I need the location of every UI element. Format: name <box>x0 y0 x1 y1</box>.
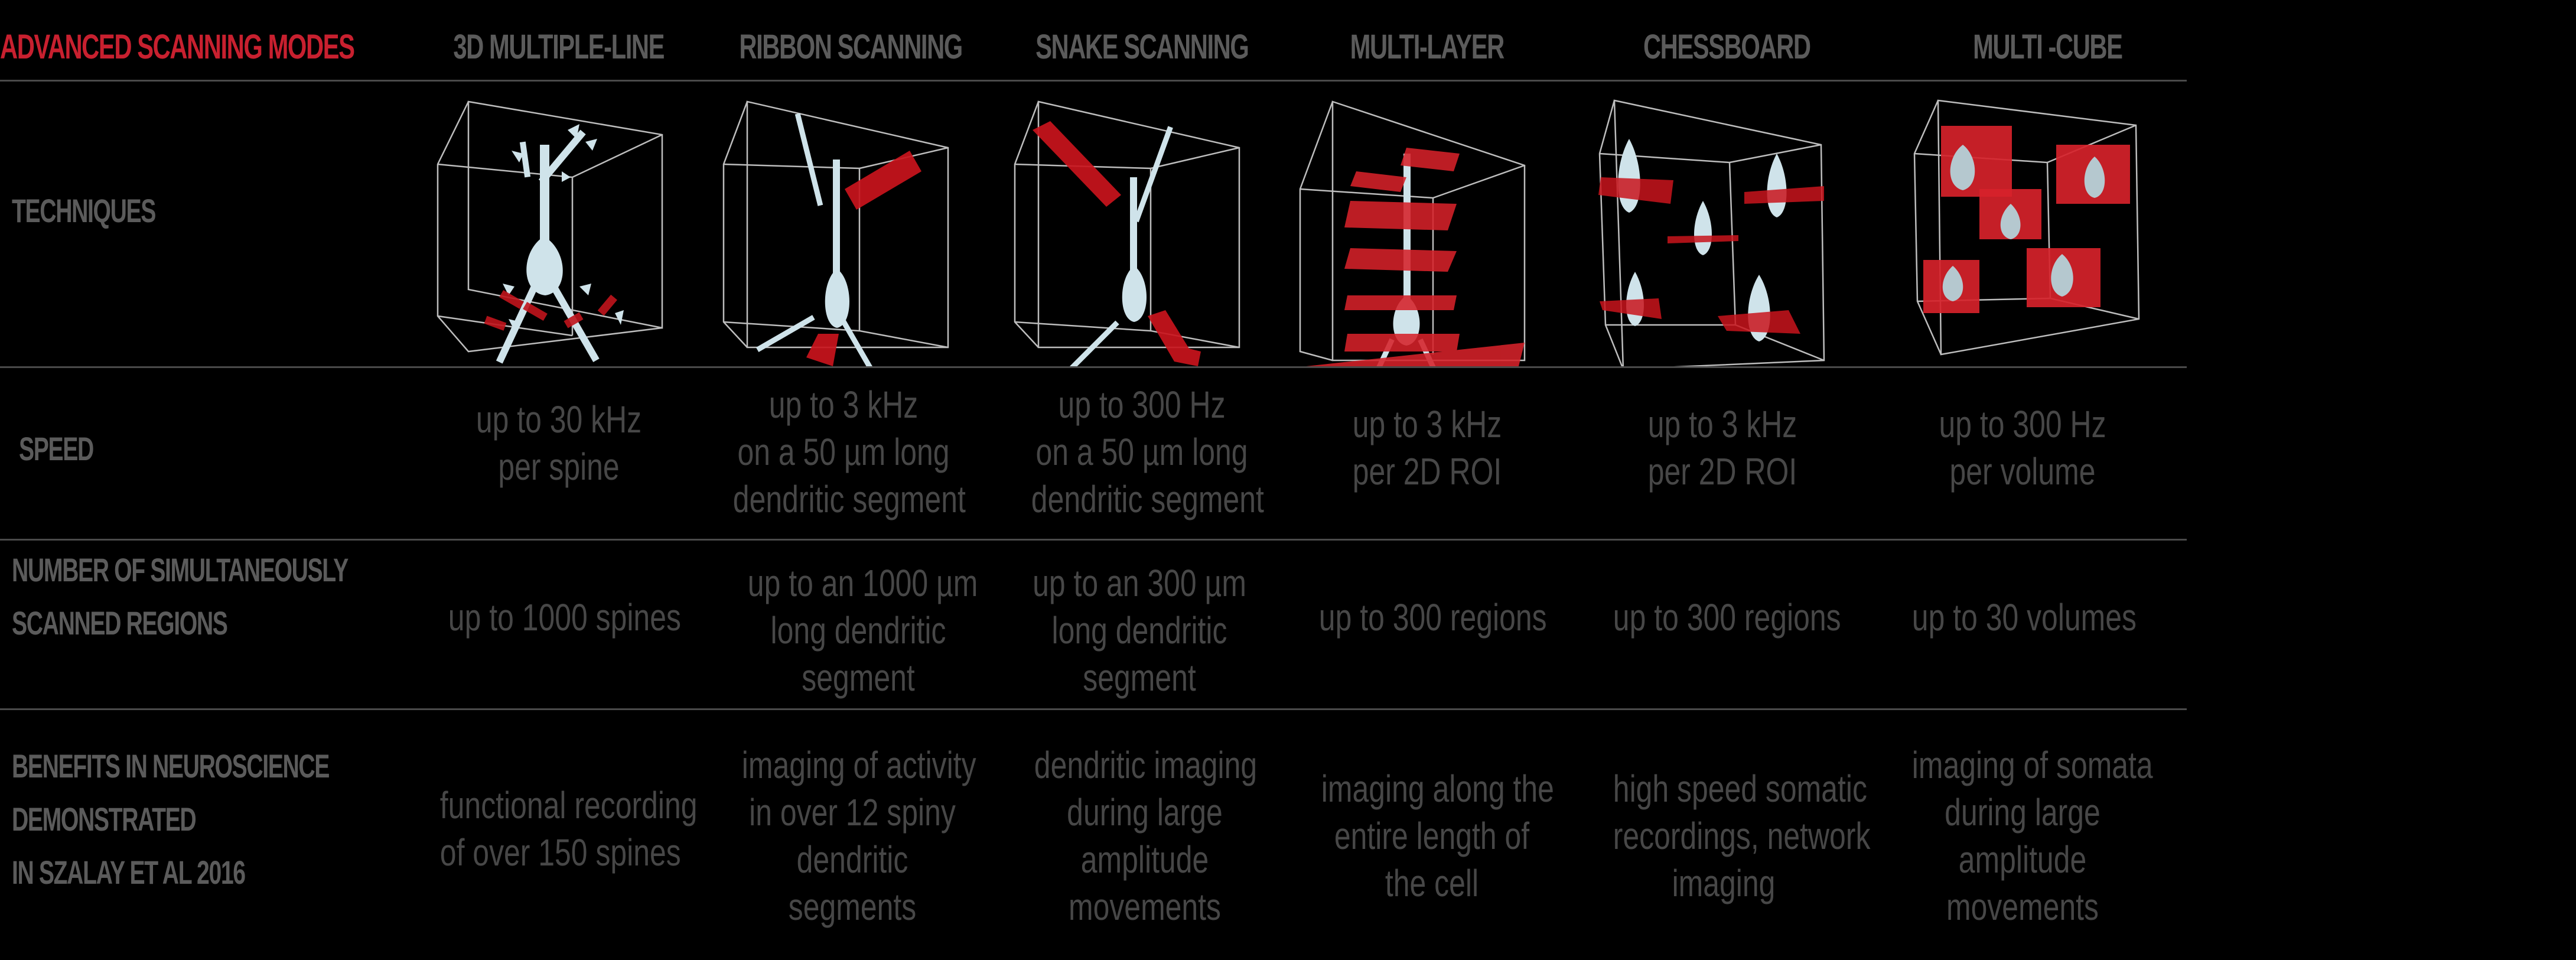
benefits-cell-ribbon-scanning: imaging of activity in over 12 spiny den… <box>741 744 976 928</box>
speed-cell-snake-scanning: up to 300 Hz on a 50 µm long dendritic s… <box>1031 383 1264 520</box>
column-header-multi-layer: MULTI-LAYER <box>1350 27 1505 66</box>
column-header-ribbon-scanning: RIBBON SCANNING <box>739 27 963 66</box>
regions-cell-chessboard: up to 300 regions <box>1613 596 1841 639</box>
regions-cell-multi-cube: up to 30 volumes <box>1911 596 2137 639</box>
column-header-chessboard: CHESSBOARD <box>1643 27 1811 66</box>
techniques-divider <box>0 366 2187 368</box>
neuron-spines-lines-icon <box>437 100 663 364</box>
column-header-multi-cube: MULTI -CUBE <box>1972 27 2123 66</box>
column-header-snake-scanning: SNAKE SCANNING <box>1035 27 1249 66</box>
regions-cell-snake-scanning: up to an 300 µm long dendritic segment <box>1033 562 1246 699</box>
speed-divider <box>0 539 2187 541</box>
speed-cell-3d-multiple-line: up to 30 kHz per spine <box>476 398 642 488</box>
table-title-cell: ADVANCED SCANNING MODES <box>0 26 378 67</box>
neuron-multilayer-icon <box>1299 100 1526 366</box>
speed-cell-multi-cube: up to 300 Hz per volume <box>1939 403 2106 493</box>
regions-cell-3d-multiple-line: up to 1000 spines <box>448 596 681 639</box>
regions-cell-multi-layer: up to 300 regions <box>1318 596 1547 639</box>
row-label-techniques: TECHNIQUES <box>12 192 156 229</box>
neuron-snake-icon <box>1014 100 1240 366</box>
benefits-cell-chessboard: high speed somatic recordings, network i… <box>1613 767 1871 904</box>
benefits-cell-3d-multiple-line: functional recording of over 150 spines <box>439 784 698 874</box>
regions-cell-ribbon-scanning: up to an 1000 µm long dendritic segment <box>747 562 978 699</box>
somata-multicube-icon <box>1913 99 2140 356</box>
row-label-benefits: BENEFITS IN NEUROSCIENCE DEMONSTRATED IN… <box>12 747 330 891</box>
speed-cell-chessboard: up to 3 kHz per 2D ROI <box>1647 403 1797 493</box>
column-header-3d-multiple-line: 3D MULTIPLE-LINE <box>453 27 665 66</box>
speed-cell-ribbon-scanning: up to 3 kHz on a 50 µm long dendritic se… <box>732 383 966 520</box>
table-title: ADVANCED SCANNING MODES <box>0 27 355 66</box>
benefits-cell-multi-cube: imaging of somata during large amplitude… <box>1911 744 2153 928</box>
regions-divider <box>0 708 2187 710</box>
row-label-regions: NUMBER OF SIMULTANEOUSLY SCANNED REGIONS <box>12 551 349 642</box>
neuron-ribbon-icon <box>722 100 949 366</box>
benefits-cell-snake-scanning: dendritic imaging during large amplitude… <box>1034 744 1258 928</box>
speed-cell-multi-layer: up to 3 kHz per 2D ROI <box>1352 403 1502 493</box>
somata-chessboard-icon <box>1598 99 1825 366</box>
header-divider <box>0 80 2187 82</box>
benefits-cell-multi-layer: imaging along the entire length of the c… <box>1321 767 1554 904</box>
row-label-speed: SPEED <box>19 430 94 467</box>
